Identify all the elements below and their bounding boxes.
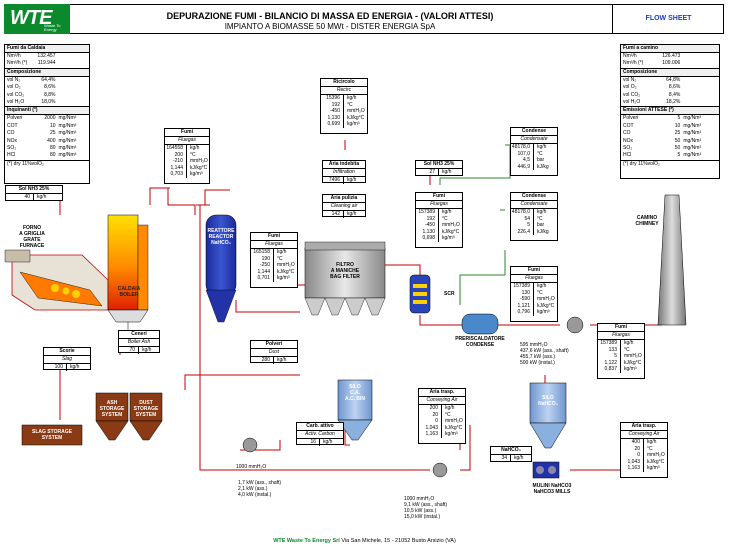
dust-storage-label: DUST STORAGE SYSTEM (133, 400, 159, 418)
panel-note: (*) dry 11%volO₂ (623, 160, 660, 167)
flue-line-recirc (199, 205, 430, 471)
boiler-label: CALDAIA BOILER (117, 286, 141, 298)
footer: WTE Waste To Energy Srl Via San Michele,… (0, 538, 729, 544)
panel-heading: Fumi a camino (621, 45, 719, 53)
boiler-graphic (107, 214, 149, 340)
panel-heading: Composizione (621, 67, 719, 77)
reactor-graphic (205, 214, 237, 323)
footer-company: WTE Waste To Energy Srl (273, 538, 340, 544)
scr-graphic (409, 274, 431, 314)
nahco3-silo-graphic (529, 382, 567, 449)
chimney-graphic (657, 194, 687, 326)
bag-filter-graphic (304, 241, 386, 316)
furnace-label: FORNO A GRIGLIA GRATE FURNACE (19, 225, 45, 249)
page-subtitle: IMPIANTO A BIOMASSE 50 MWt - DISTER ENER… (224, 22, 436, 31)
preheater-label: PRERISCALDATORE CONDENSE (455, 336, 505, 348)
slag-storage-label: SLAG STORAGE SYSTEM (32, 429, 72, 441)
fan-left-pressure: 1000 mmH₂O (236, 464, 267, 470)
mills-graphic (532, 461, 560, 479)
panel-heading: Fumi da Caldaia (5, 45, 89, 53)
panel-heading: Emissioni ATTESE (*) (621, 106, 719, 116)
condensate-lines (439, 144, 511, 305)
carbon-silo-graphic (337, 379, 373, 441)
fan-graphics (242, 316, 584, 478)
fan-left-power: 1,7 kW (ass., shaft) 2,1 kW (ass.) 4,0 k… (238, 480, 282, 498)
chimney-label: CAMINO CHIMNEY (635, 215, 659, 227)
scr-label: SCR (444, 291, 455, 297)
nahco3-silo-label: SILO NaHCO₃ (538, 395, 558, 407)
panel-heading: Composizione (5, 67, 89, 77)
bag-filter-label: FILTRO A MANICHE BAG FILTER (330, 262, 360, 280)
fan-mid-data: 1000 mmH₂O 9,1 kW (ass., shaft) 10,5 kW … (404, 496, 448, 520)
flue-line-boiler-top (149, 187, 170, 205)
carbon-silo-label: SILO C.A. A.C. BIN (345, 384, 365, 402)
reactor-label: REATTORE REACTOR NaHCO₃ (207, 228, 235, 246)
panel-note: (*) dry 11%volO₂ (7, 160, 44, 167)
preheater-graphic (461, 313, 499, 335)
mills-label: MULINI NaHCO3 NaHCO3 MILLS (532, 483, 572, 495)
panel-heading: Inquinanti (*) (5, 106, 89, 116)
footer-address: Via San Michele, 15 - 21052 Busto Arsizi… (341, 538, 456, 544)
ash-storage-label: ASH STORAGE SYSTEM (99, 400, 125, 418)
main-fan-data: 595 mmH₂O 437,6 kW (ass., shaft) 455,7 k… (520, 342, 569, 366)
page-title: DEPURAZIONE FUMI - BILANCIO DI MASSA ED … (166, 11, 494, 21)
header-bar (4, 4, 724, 34)
furnace-graphic (4, 249, 109, 311)
sheet-label: FLOW SHEET (612, 4, 724, 34)
storage-silos-graphic (21, 392, 163, 446)
